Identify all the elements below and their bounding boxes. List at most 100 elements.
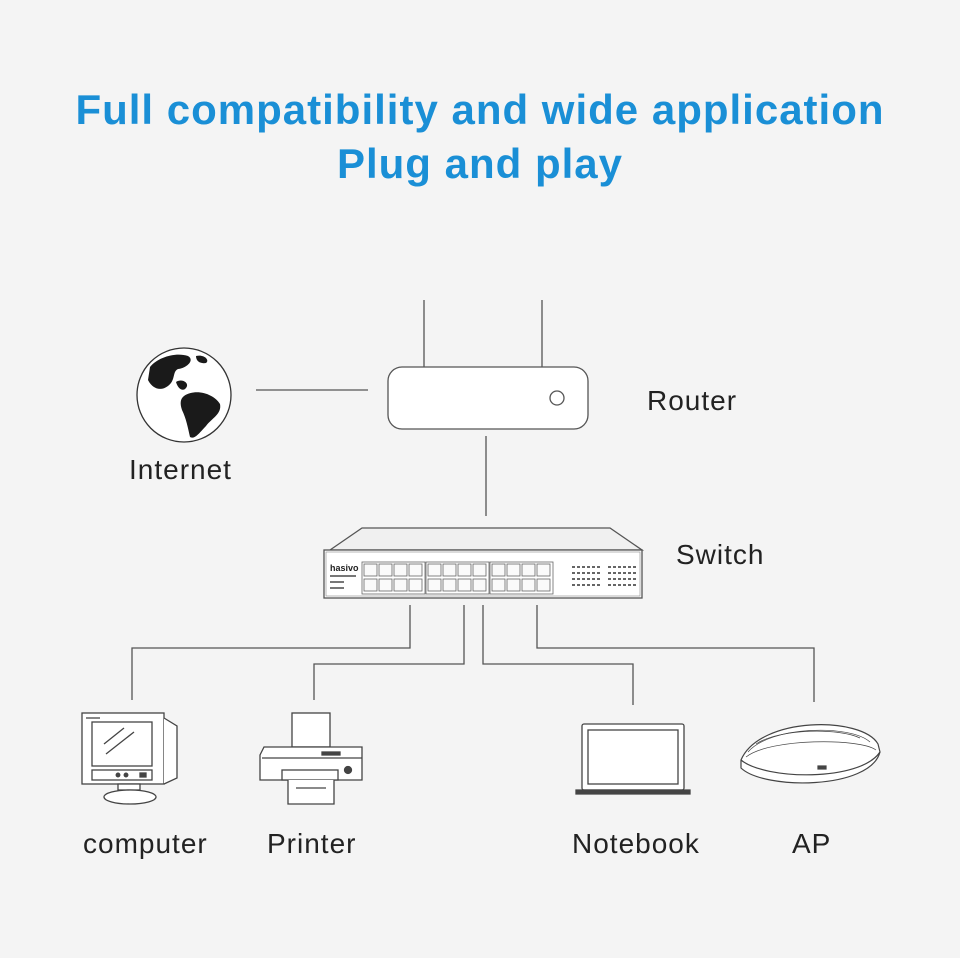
status-led [613, 578, 616, 580]
ethernet-port [521, 563, 536, 577]
status-led [618, 578, 621, 580]
connection-lines [131, 389, 815, 705]
port-block [425, 561, 490, 595]
switch-leds [572, 566, 636, 586]
printer-icon [259, 712, 363, 805]
notebook-label: Notebook [572, 828, 700, 859]
port-block [361, 561, 426, 595]
status-led [592, 578, 595, 580]
ethernet-port [363, 563, 378, 577]
port-block [489, 561, 554, 595]
status-led [597, 572, 600, 574]
ethernet-port [363, 578, 378, 592]
ethernet-port [442, 563, 457, 577]
ethernet-port [491, 578, 506, 592]
status-led [623, 578, 626, 580]
title-line-1: Full compatibility and wide application [75, 86, 885, 133]
title-line-2: Plug and play [336, 140, 624, 187]
status-led [613, 566, 616, 568]
status-led [577, 578, 580, 580]
router-label: Router [647, 385, 738, 416]
status-led [633, 572, 636, 574]
status-led [572, 572, 575, 574]
status-led [582, 566, 585, 568]
access-point-icon [740, 724, 881, 784]
status-led [608, 572, 611, 574]
switch-brand-label: hasivo [330, 563, 359, 573]
status-led [633, 578, 636, 580]
status-led [572, 584, 575, 586]
ethernet-port [536, 578, 551, 592]
ethernet-port [506, 563, 521, 577]
status-led [597, 578, 600, 580]
ethernet-port [427, 578, 442, 592]
status-led [628, 566, 631, 568]
status-led [608, 584, 611, 586]
status-led [628, 584, 631, 586]
switch-computer-link [131, 605, 411, 700]
status-led [577, 572, 580, 574]
ethernet-port [408, 563, 423, 577]
ethernet-port [536, 563, 551, 577]
status-led [572, 566, 575, 568]
status-led [618, 566, 621, 568]
status-led [613, 572, 616, 574]
ethernet-port [472, 563, 487, 577]
status-led [592, 566, 595, 568]
status-led [572, 578, 575, 580]
switch-notebook-link [482, 605, 634, 705]
status-led [628, 578, 631, 580]
ethernet-port [472, 578, 487, 592]
internet-label: Internet [129, 454, 232, 485]
status-led [592, 572, 595, 574]
status-led [597, 566, 600, 568]
ethernet-port [408, 578, 423, 592]
status-led [608, 566, 611, 568]
computer-icon [81, 712, 178, 805]
status-led [587, 572, 590, 574]
status-led [592, 584, 595, 586]
ethernet-port [393, 578, 408, 592]
switch-printer-link [313, 605, 465, 700]
ap-label: AP [792, 828, 832, 859]
status-led [618, 572, 621, 574]
switch-label: Switch [676, 539, 765, 570]
status-led [613, 584, 616, 586]
switch-ports [361, 561, 554, 595]
status-led [577, 566, 580, 568]
ethernet-port [378, 563, 393, 577]
ethernet-port [521, 578, 536, 592]
status-led [633, 566, 636, 568]
status-led [633, 584, 636, 586]
status-led [628, 572, 631, 574]
ethernet-port [427, 563, 442, 577]
status-led [597, 584, 600, 586]
ethernet-port [442, 578, 457, 592]
status-led [587, 584, 590, 586]
status-led [623, 584, 626, 586]
computer-label: computer [83, 828, 208, 859]
switch-icon: hasivo [323, 527, 645, 599]
status-led [618, 584, 621, 586]
status-led [582, 584, 585, 586]
globe-icon [136, 347, 232, 443]
ethernet-port [457, 578, 472, 592]
ethernet-port [491, 563, 506, 577]
notebook-icon [575, 723, 691, 795]
status-led [582, 572, 585, 574]
ethernet-port [393, 563, 408, 577]
ethernet-port [506, 578, 521, 592]
status-led [582, 578, 585, 580]
router-icon [387, 300, 589, 430]
status-led [608, 578, 611, 580]
switch-ap-link [536, 605, 815, 702]
ethernet-port [378, 578, 393, 592]
ethernet-port [457, 563, 472, 577]
printer-label: Printer [267, 828, 357, 859]
status-led [623, 566, 626, 568]
status-led [587, 578, 590, 580]
status-led [587, 566, 590, 568]
status-led [577, 584, 580, 586]
status-led [623, 572, 626, 574]
